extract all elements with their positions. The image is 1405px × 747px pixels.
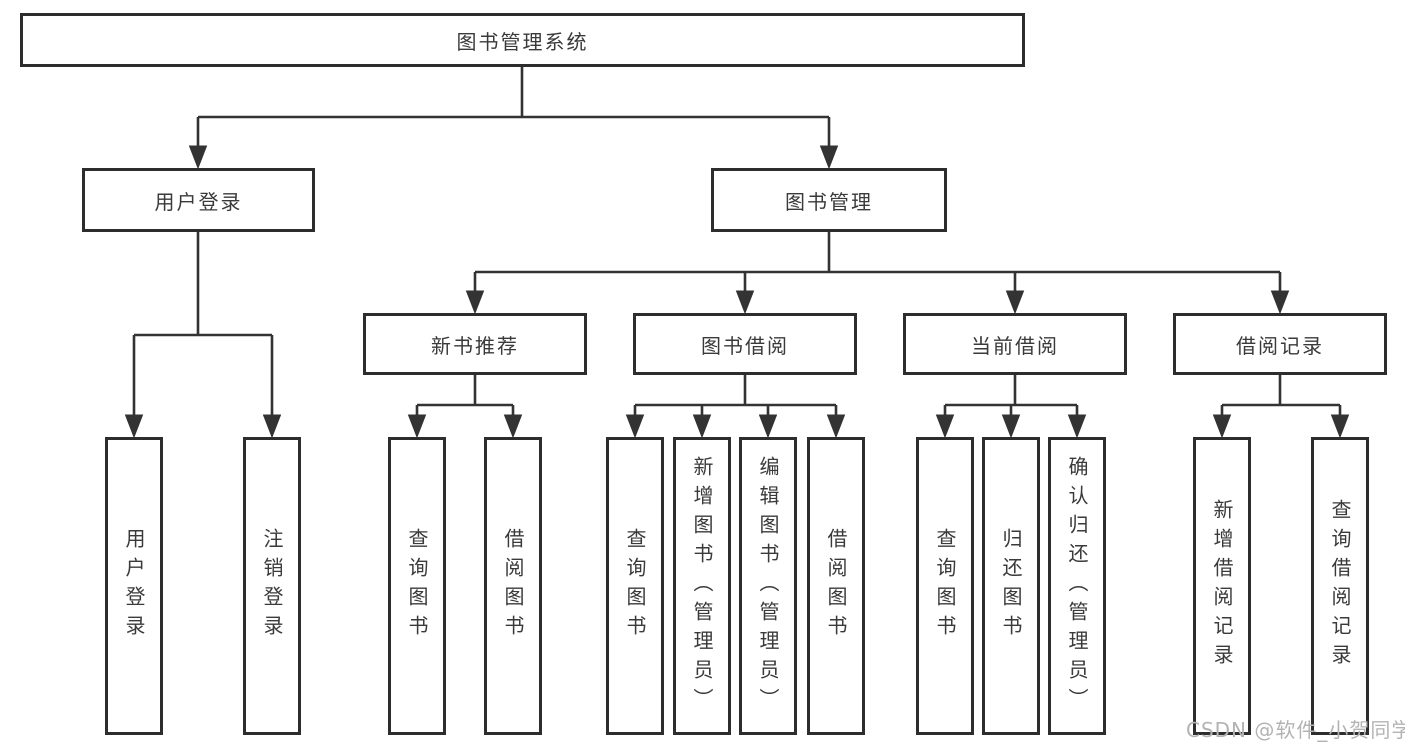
node-user-login: 用户登录 [82, 168, 315, 232]
node-book-borrow-label: 图书借阅 [701, 333, 789, 358]
leaf-confirm-return-admin: 确认归还（管理员） [1048, 437, 1106, 735]
node-new-books: 新书推荐 [363, 313, 587, 375]
node-borrow-records: 借阅记录 [1173, 313, 1387, 375]
node-user-login-label: 用户登录 [154, 189, 243, 214]
leaf-user-login-label: 用户登录 [122, 528, 146, 644]
leaf-query-books-new-label: 查询图书 [405, 528, 429, 644]
node-root: 图书管理系统 [20, 13, 1025, 67]
node-current-borrow-label: 当前借阅 [971, 333, 1059, 358]
node-borrow-records-label: 借阅记录 [1236, 333, 1324, 358]
leaf-edit-book-admin-label: 编辑图书（管理员） [756, 455, 780, 717]
leaf-borrow-books-2-label: 借阅图书 [824, 528, 848, 644]
leaf-add-borrow-record-label: 新增借阅记录 [1210, 499, 1234, 673]
node-current-borrow: 当前借阅 [903, 313, 1127, 375]
connector-book-borrow-children [625, 375, 846, 439]
connector-user-login-children [124, 232, 282, 439]
leaf-edit-book-admin: 编辑图书（管理员） [739, 437, 797, 735]
leaf-return-book: 归还图书 [982, 437, 1040, 735]
connector-root-to-level2 [188, 65, 839, 170]
leaf-return-book-label: 归还图书 [999, 528, 1023, 644]
connector-book-mgmt-to-modules [465, 232, 1290, 315]
leaf-borrow-books-new: 借阅图书 [484, 437, 542, 735]
node-book-mgmt: 图书管理 [711, 168, 947, 232]
leaf-query-borrow-record-label: 查询借阅记录 [1328, 499, 1352, 673]
node-new-books-label: 新书推荐 [431, 333, 519, 358]
leaf-borrow-books-new-label: 借阅图书 [501, 528, 525, 644]
connector-current-borrow-children [935, 375, 1087, 439]
leaf-query-books-current-label: 查询图书 [933, 528, 957, 644]
node-book-borrow: 图书借阅 [633, 313, 857, 375]
leaf-user-login: 用户登录 [105, 437, 163, 735]
leaf-add-book-admin-label: 新增图书（管理员） [690, 455, 714, 717]
leaf-query-books-borrow-label: 查询图书 [623, 528, 647, 644]
leaf-logout-label: 注销登录 [260, 528, 284, 644]
leaf-confirm-return-admin-label: 确认归还（管理员） [1065, 455, 1089, 717]
node-root-label: 图书管理系统 [456, 29, 589, 54]
leaf-query-books-borrow: 查询图书 [606, 437, 664, 735]
node-book-mgmt-label: 图书管理 [785, 189, 873, 214]
leaf-query-books-new: 查询图书 [388, 437, 446, 735]
leaf-borrow-books-2: 借阅图书 [807, 437, 865, 735]
leaf-add-borrow-record: 新增借阅记录 [1193, 437, 1251, 735]
connector-borrow-records-children [1212, 375, 1350, 439]
watermark-text: CSDN @软件_小贺同学 [1186, 718, 1405, 742]
leaf-logout: 注销登录 [243, 437, 301, 735]
leaf-add-book-admin: 新增图书（管理员） [673, 437, 731, 735]
leaf-query-borrow-record: 查询借阅记录 [1311, 437, 1369, 735]
leaf-query-books-current: 查询图书 [916, 437, 974, 735]
connector-new-books-children [407, 375, 523, 439]
